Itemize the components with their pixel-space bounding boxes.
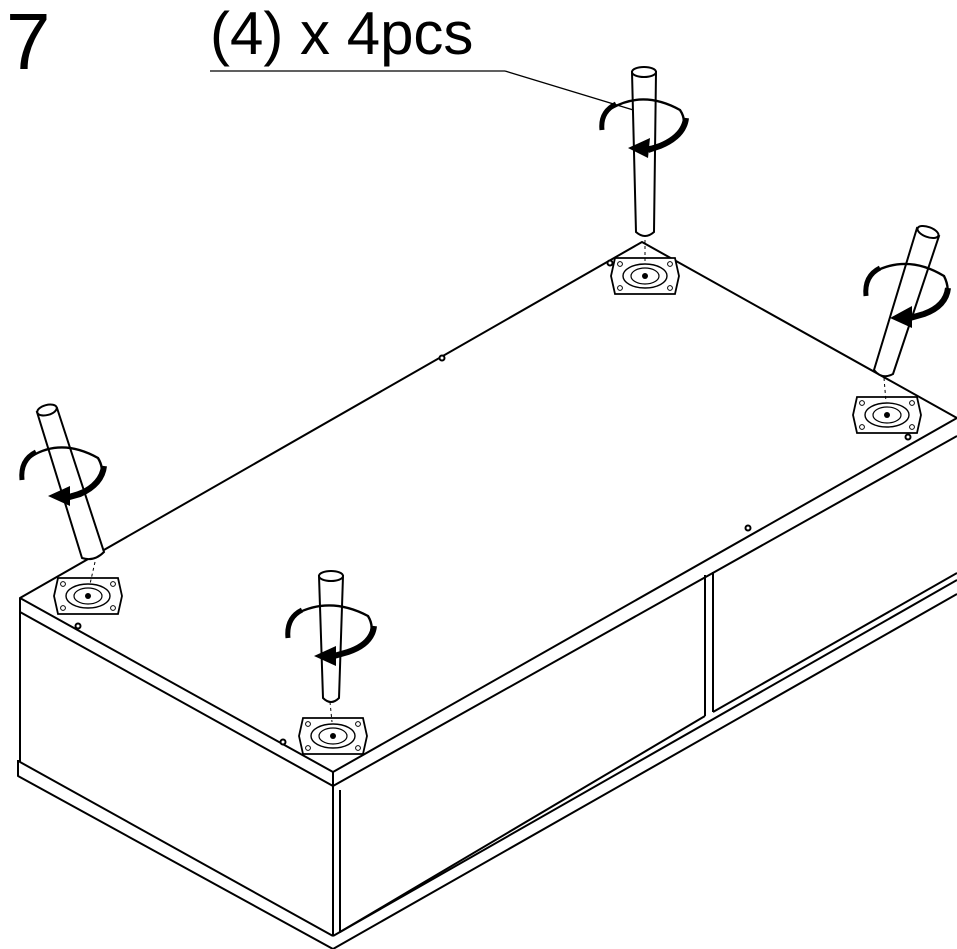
- part-count: 4: [346, 0, 381, 67]
- mounting-plate-icon: [53, 577, 123, 615]
- leg-icon: [317, 570, 345, 703]
- callout-leader: [210, 70, 641, 113]
- cabinet-top-panel: [19, 241, 957, 773]
- cabinet-base: [17, 593, 957, 949]
- step-number: 7: [6, 0, 51, 86]
- cabinet: [17, 241, 957, 949]
- part-callout: (4) x 4pcs: [210, 4, 473, 64]
- mounting-plate-icon: [610, 257, 680, 295]
- mounting-plate-icon: [298, 717, 368, 755]
- cabinet-left-side: [19, 612, 334, 937]
- part-ref: (4): [210, 0, 284, 67]
- rotate-arrow-icon: [285, 604, 377, 666]
- rotate-arrow-icon: [863, 262, 951, 328]
- alignment-lines: [89, 234, 887, 723]
- mounting-plate-icon: [852, 396, 922, 434]
- rotate-arrow-icon: [599, 98, 689, 158]
- leg-icon: [35, 403, 106, 561]
- part-unit: pcs: [380, 0, 474, 67]
- leg-icon: [872, 224, 941, 378]
- multiplier: x: [300, 0, 331, 67]
- rotate-arrow-icon: [19, 446, 107, 506]
